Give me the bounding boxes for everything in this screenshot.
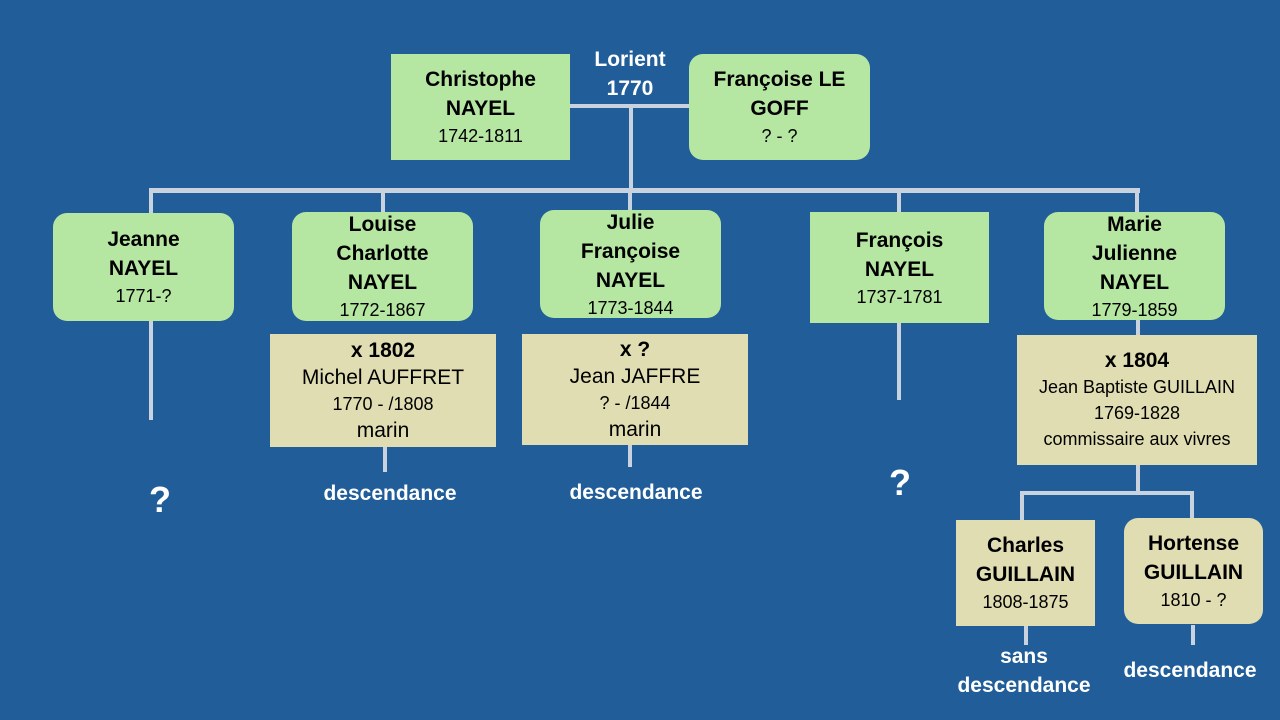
- drop-line-julie: [628, 188, 632, 210]
- person-dates: 1779-1859: [1091, 299, 1178, 320]
- jeanne-unknown-descent: ?: [149, 479, 171, 520]
- francois-unknown-descent: ?: [889, 462, 911, 503]
- hortense-tail-line: [1191, 625, 1195, 645]
- marriage-place: Lorient: [594, 48, 666, 71]
- drop-line-jeanne: [149, 188, 153, 214]
- drop-line-louise: [381, 188, 385, 214]
- jeanne-tail-line: [149, 320, 153, 420]
- marriage-year: 1770: [606, 77, 654, 100]
- person-dates: 1742-1811: [438, 126, 523, 146]
- person-surname: GOFF: [750, 97, 809, 120]
- person-surname: NAYEL: [108, 257, 179, 280]
- hortense-descendance-label: descendance: [1123, 659, 1257, 682]
- louise-descendance-label: descendance: [323, 482, 457, 505]
- spouse-marriage: x ?: [619, 337, 651, 361]
- spouse-marriage: x 1804: [1104, 349, 1170, 372]
- person-dates: 1810 - ?: [1160, 590, 1227, 610]
- person-name: Christophe: [425, 68, 536, 91]
- outcome-line-2: descendance: [957, 674, 1091, 697]
- person-name: Françoise LE: [713, 68, 846, 91]
- grandchildren-bar-line: [1020, 491, 1194, 495]
- person-dates: 1808-1875: [982, 592, 1069, 612]
- spouse-name: Jean JAFFRE: [569, 364, 701, 388]
- person-name: Jeanne: [107, 228, 180, 251]
- person-dates: 1771-?: [115, 286, 172, 306]
- spouse-dates: 1769-1828: [1093, 403, 1181, 423]
- outcome-line-1: sans: [1000, 645, 1048, 668]
- person-louise-charlotte-nayel: Louise Charlotte NAYEL 1772-1867: [292, 212, 473, 321]
- person-name: Hortense: [1147, 532, 1240, 555]
- person-name-2: Françoise: [580, 239, 681, 263]
- person-surname: NAYEL: [347, 271, 418, 294]
- parents-descent-line: [629, 104, 633, 190]
- spouse-dates: ? - /1844: [599, 392, 671, 413]
- person-charles-guillain: Charles GUILLAIN 1808-1875: [956, 520, 1095, 626]
- person-julie-francoise-nayel: Julie Françoise NAYEL 1773-1844: [540, 210, 721, 318]
- spouse-marriage: x 1802: [350, 338, 416, 362]
- marie-spouse-line: [1136, 318, 1140, 336]
- julie-descent-line: [628, 445, 632, 467]
- francois-tail-line: [897, 322, 901, 400]
- charles-tail-line: [1024, 625, 1028, 645]
- person-name: François: [855, 228, 944, 252]
- spouse-jean-baptiste-guillain: x 1804 Jean Baptiste GUILLAIN 1769-1828 …: [1017, 335, 1257, 465]
- person-name: Louise: [348, 213, 417, 236]
- person-name-2: Charlotte: [336, 242, 429, 265]
- person-marie-julienne-nayel: Marie Julienne NAYEL 1779-1859: [1044, 212, 1225, 320]
- spouse-name: Jean Baptiste GUILLAIN: [1038, 377, 1236, 397]
- charles-sans-descendance-label: sans descendance: [934, 642, 1114, 700]
- siblings-bar-line: [150, 188, 1140, 193]
- person-name-2: Julienne: [1091, 241, 1178, 265]
- person-jeanne-nayel: Jeanne NAYEL 1771-?: [53, 213, 234, 321]
- spouse-profession: marin: [356, 418, 410, 442]
- drop-line-marie: [1135, 188, 1139, 213]
- person-dates: 1772-1867: [339, 300, 426, 320]
- person-surname: GUILLAIN: [1143, 561, 1244, 584]
- person-surname: NAYEL: [595, 268, 666, 292]
- person-dates: 1737-1781: [856, 286, 943, 307]
- spouse-michel-auffret: x 1802 Michel AUFFRET 1770 - /1808 marin: [270, 334, 496, 447]
- person-dates: ? - ?: [761, 126, 798, 146]
- person-name: Julie: [606, 210, 655, 234]
- person-surname: NAYEL: [864, 257, 935, 281]
- person-name: Marie: [1107, 212, 1162, 236]
- spouse-profession: commissaire aux vivres: [1043, 429, 1231, 449]
- drop-line-francois: [897, 188, 901, 213]
- julie-descendance-label: descendance: [569, 481, 703, 504]
- person-francoise-le-goff: Françoise LE GOFF ? - ?: [689, 54, 870, 160]
- person-name: Charles: [986, 534, 1065, 557]
- person-francois-nayel: François NAYEL 1737-1781: [810, 212, 989, 323]
- marie-descent-line: [1136, 465, 1140, 493]
- drop-line-hortense: [1190, 491, 1194, 519]
- person-hortense-guillain: Hortense GUILLAIN 1810 - ?: [1124, 518, 1263, 624]
- spouse-profession: marin: [608, 417, 662, 441]
- person-christophe-nayel: Christophe NAYEL 1742-1811: [391, 54, 570, 160]
- parents-marriage-label: Lorient 1770: [578, 45, 682, 103]
- person-surname: NAYEL: [445, 97, 516, 120]
- person-surname: NAYEL: [1099, 270, 1170, 294]
- louise-descent-line: [383, 446, 387, 472]
- spouse-name: Michel AUFFRET: [301, 365, 465, 389]
- spouse-jean-jaffre: x ? Jean JAFFRE ? - /1844 marin: [522, 334, 748, 445]
- drop-line-charles: [1020, 491, 1024, 521]
- person-dates: 1773-1844: [587, 297, 674, 318]
- spouse-dates: 1770 - /1808: [332, 393, 434, 414]
- person-surname: GUILLAIN: [975, 563, 1076, 586]
